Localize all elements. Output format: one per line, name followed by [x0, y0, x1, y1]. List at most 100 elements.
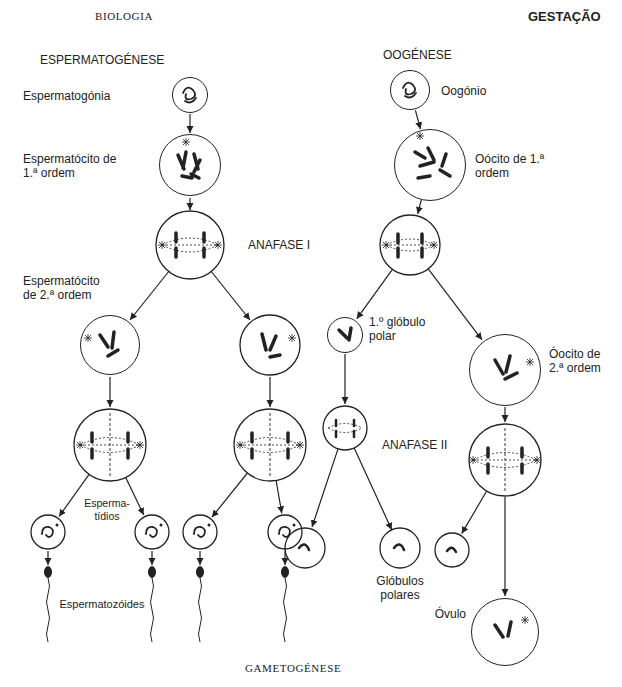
chromosome: [100, 332, 118, 356]
centriole: [416, 132, 424, 140]
chromosome-small: [336, 420, 354, 437]
sperm-cell: [45, 567, 52, 578]
sperm-cell: [197, 567, 204, 578]
sperm-cell: [149, 567, 156, 578]
division-arrow: [211, 272, 250, 321]
cell-node: Espermatócito de 2.ª ordem: [80, 315, 140, 375]
cell-node: Espermatogónia: [172, 77, 208, 113]
cell-outline: [380, 215, 440, 275]
running-header: GESTAÇÃO: [528, 9, 618, 25]
centriole-dot: [56, 524, 296, 527]
sperm-cell: [199, 578, 202, 642]
centriole-dot: [56, 524, 59, 527]
cell-label: Esperma- tídios: [82, 497, 132, 523]
spindle: [162, 238, 218, 252]
division-arrow: [276, 481, 282, 514]
centriole: [533, 456, 541, 464]
cell-node: Oogónio: [390, 70, 430, 110]
division-arrow: [357, 269, 393, 319]
nucleus-coil: [42, 527, 53, 537]
running-header: BIOLOGIA: [95, 10, 185, 23]
nucleus-coil: [42, 83, 416, 537]
centriole-dot: [160, 524, 163, 527]
cell-label: Oócito de 1.ª ordem: [475, 152, 545, 180]
phase-label: ANAFASE II: [382, 438, 466, 452]
centriole: [526, 358, 534, 366]
cell-label: 1.º glóbulo polar: [369, 315, 435, 343]
sperm-cell: [284, 578, 287, 642]
centriole: [76, 441, 84, 449]
division-arrow: [109, 377, 110, 407]
chromosome: [398, 234, 422, 257]
centriole-dot: [208, 524, 211, 527]
cell-label: Espermatócito de 1.ª ordem: [23, 152, 133, 180]
cell-outline: [31, 211, 541, 568]
section-heading: ESPERMATOGÉNESE: [40, 53, 190, 67]
sperm-cell: [282, 567, 289, 578]
cell-outline: [240, 315, 300, 375]
centriole: [521, 616, 529, 624]
cell-outline: [469, 424, 541, 496]
cell-outline: [74, 409, 146, 481]
cell-label: Glóbulos polares: [360, 574, 440, 602]
cell-outline: [285, 528, 325, 568]
nucleus-coil: [194, 527, 205, 537]
division-arrow: [428, 269, 482, 340]
chromosome: [415, 148, 450, 178]
cell-outline: [183, 515, 217, 549]
phase-label: ANAFASE I: [248, 238, 338, 252]
sperm-cell: [47, 578, 50, 642]
arrow-connector: [415, 110, 420, 129]
division-arrow: [269, 377, 270, 407]
centriole: [382, 241, 390, 249]
chromosome: [178, 152, 200, 178]
spindle: [386, 239, 434, 251]
chromosome: [339, 328, 351, 340]
chromosome: [495, 356, 517, 379]
cell-node: Espermatócito de 1.ª ordem: [159, 134, 221, 196]
division-arrow: [59, 474, 89, 516]
division-arrow: [504, 407, 505, 422]
nucleus-coil: [279, 527, 290, 537]
division-arrow: [462, 491, 487, 534]
centriole: [430, 241, 438, 249]
centriole: [296, 441, 304, 449]
centriole: [288, 334, 296, 342]
nucleus-coil: [403, 83, 416, 98]
spindle: [328, 424, 362, 433]
chromosome-small: [299, 544, 309, 550]
cell-node: 1.º glóbulo polar: [327, 317, 363, 353]
centriole: [469, 456, 477, 464]
cell-node: Óocito de 2.ª ordem: [469, 334, 541, 406]
figure-caption: GAMETOGÉNESE: [245, 662, 375, 675]
cell-node: Oócito de 1.ª ordem: [394, 129, 466, 201]
cell-outline: [323, 406, 367, 450]
division-arrow: [212, 473, 248, 517]
cleavage-line: [270, 413, 271, 477]
division-arrow: [48, 198, 505, 596]
division-arrow: [151, 551, 152, 565]
cell-outline: [31, 515, 65, 549]
cell-label: Espermatozóides: [58, 598, 146, 611]
arrow-connector: [189, 114, 190, 133]
cell-outline: [380, 528, 420, 568]
spindle: [80, 238, 537, 468]
chromosome: [176, 233, 204, 257]
centriole: [236, 441, 244, 449]
chromosome: [92, 433, 128, 458]
division-arrow: [418, 200, 422, 214]
centriole-dot: [293, 524, 296, 527]
division-arrow: [312, 449, 338, 527]
chromosome-small: [447, 548, 456, 552]
division-arrow: [189, 198, 190, 210]
centriole: [76, 132, 541, 624]
division-arrow: [504, 497, 505, 596]
nucleus-coil: [183, 88, 196, 103]
nucleus-coil: [146, 527, 157, 537]
sperm-cell: [151, 578, 154, 642]
division-arrow: [284, 551, 285, 565]
chromosome-small: [394, 544, 404, 550]
cleavage-line: [505, 428, 506, 492]
